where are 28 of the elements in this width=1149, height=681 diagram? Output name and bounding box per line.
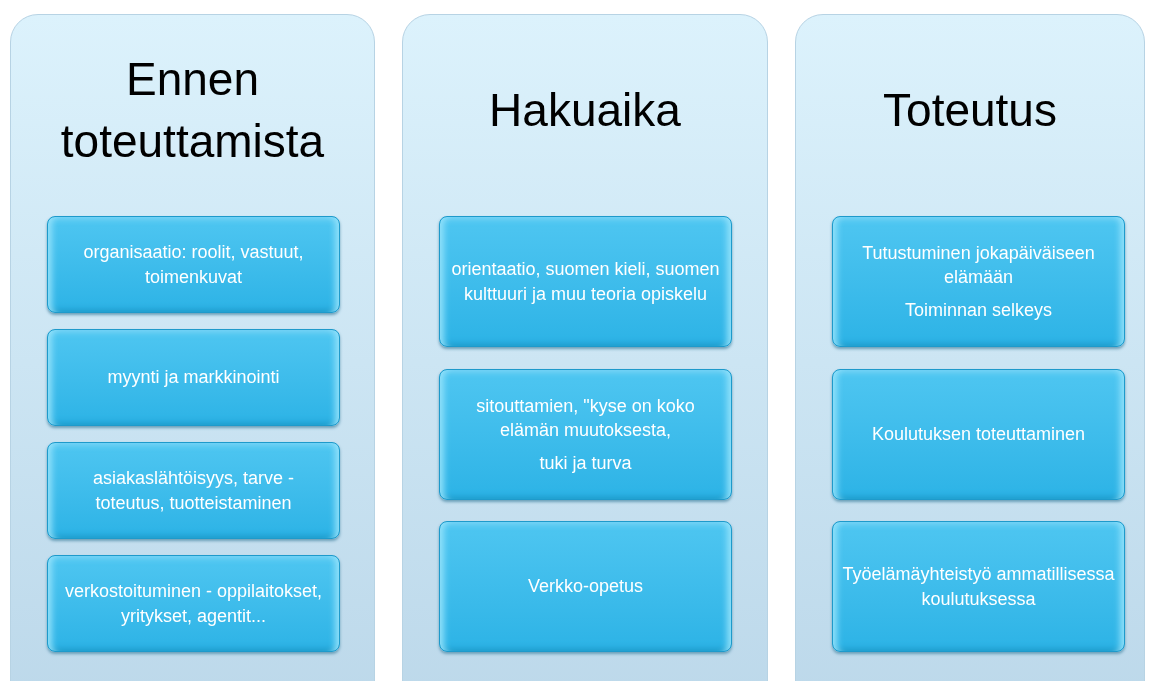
topic-text: sitouttamien, "kyse on koko elämän muutoksesta, [475, 395, 696, 443]
column-heading: Toteutus [883, 82, 1057, 138]
topic-text: Työelämäyhteistyö ammatillisessa koulutuksessa [841, 563, 1116, 611]
column-heading: Ennen toteuttamista [59, 51, 326, 169]
topic-box [47, 216, 340, 313]
topic-text: orientaatio, suomen kieli, suomen kulttuuri ja muu teoria opiskelu [450, 258, 721, 306]
topic-text: Tutustuminen jokapäiväiseen elämään [861, 242, 1096, 290]
topic-box [47, 555, 340, 652]
topic-box [47, 442, 340, 539]
topic-text: verkostoituminen - oppilaitokset, yritykset, agentit... [63, 580, 324, 628]
topic-text: organisaatio: roolit, vastuut, toimenkuvat [82, 241, 305, 289]
topic-text: tuki ja turva [539, 451, 632, 475]
topic-text: Toiminnan selkeys [904, 298, 1053, 322]
column-panel [402, 14, 768, 681]
topic-box [439, 216, 732, 347]
topic-box [832, 369, 1125, 500]
topic-box [439, 521, 732, 652]
topic-text: asiakaslähtöisyys, tarve - toteutus, tuotteistaminen [91, 467, 296, 515]
topic-text: Verkko-opetus [527, 575, 644, 599]
column-panel [10, 14, 375, 681]
topic-box [832, 521, 1125, 652]
topic-text: myynti ja markkinointi [107, 366, 280, 390]
column-heading: Hakuaika [489, 82, 681, 138]
topic-box [832, 216, 1125, 347]
topic-box [439, 369, 732, 500]
column-panel [795, 14, 1145, 681]
topic-text: Koulutuksen toteuttaminen [871, 423, 1086, 447]
topic-box [47, 329, 340, 426]
